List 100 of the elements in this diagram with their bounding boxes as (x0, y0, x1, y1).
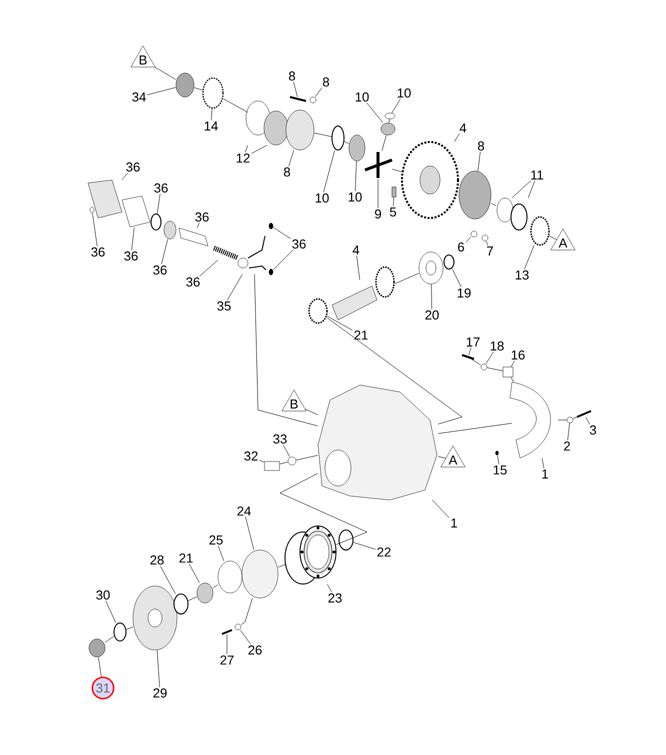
callout-number: 8 (322, 77, 330, 87)
case-drawing (286, 110, 314, 150)
callout-number: 19 (458, 288, 471, 298)
leader-line (305, 408, 318, 416)
callout-number: 4 (460, 124, 466, 132)
callout-number: 10 (348, 192, 362, 202)
leader-line (259, 460, 265, 463)
callout-number: 14 (204, 122, 218, 130)
callout-number: 8 (288, 71, 296, 81)
ring-drawing (114, 622, 126, 642)
sleeve-drawing (164, 220, 176, 240)
leader-line (296, 455, 318, 460)
leader-line (211, 108, 212, 121)
leader-line (497, 454, 500, 465)
leader-line (188, 596, 198, 601)
leader-line (293, 82, 298, 98)
shim-drawing (284, 526, 336, 584)
leader-line (226, 634, 228, 655)
callout-number: 9 (375, 209, 381, 219)
nut-drawing (482, 234, 488, 242)
gear-drawing (380, 122, 396, 136)
spring-drawing (213, 246, 239, 260)
washer-drawing (310, 96, 316, 104)
callout-number: 24 (237, 506, 251, 516)
callout-number: 5 (390, 207, 396, 217)
leader-line (486, 352, 494, 364)
reference-triangle: B (130, 46, 156, 68)
leader-line (512, 180, 532, 198)
callout-number: 10 (356, 92, 369, 102)
leader-line (154, 67, 176, 80)
bearing-drawing (496, 198, 528, 230)
callout-number: 33 (273, 434, 287, 444)
leader-line (278, 564, 286, 568)
leader-line (199, 260, 218, 276)
leader-line (431, 284, 432, 310)
leader-line (126, 626, 134, 630)
screw-drawing (90, 206, 94, 214)
callout-number: 25 (209, 535, 223, 545)
leader-line (326, 318, 462, 424)
callout-number: 32 (244, 451, 258, 461)
callout-number: 27 (220, 655, 234, 665)
bolt-drawing (222, 629, 232, 635)
callout-number: 20 (425, 310, 439, 320)
callout-number: 17 (466, 338, 480, 346)
callout-number: 36 (91, 247, 105, 257)
pinion-drawing (332, 266, 395, 320)
leader-line (542, 458, 544, 469)
spider-drawing (364, 152, 393, 178)
leader-line (314, 132, 332, 137)
leader-line (251, 144, 268, 154)
nut-drawing (88, 638, 106, 658)
reference-triangle: A (550, 228, 576, 250)
callout-number: 10 (398, 88, 411, 98)
callout-number: 4 (352, 246, 360, 254)
leader-line (486, 367, 504, 372)
washer-drawing (174, 594, 188, 614)
leader-line (282, 444, 290, 458)
callout-number: 8 (478, 141, 484, 151)
gear-drawing (348, 134, 366, 162)
leader-line (432, 499, 450, 518)
leader-line (245, 516, 254, 550)
reference-triangle: B (282, 390, 306, 412)
leader-line (468, 347, 472, 356)
leader-line (382, 134, 387, 152)
washer-drawing (566, 416, 574, 424)
leader-line (131, 227, 134, 250)
leader-line (122, 172, 128, 180)
leader-line (392, 168, 402, 172)
bearing-drawing (308, 298, 328, 324)
washer-drawing (480, 364, 488, 370)
leader-line (279, 462, 288, 464)
leader-line (188, 564, 200, 584)
leader-line (466, 236, 472, 242)
leader-line (160, 566, 176, 594)
leader-line (156, 650, 160, 688)
leader-line (567, 422, 570, 441)
leader-line (471, 358, 482, 366)
callout-number: 18 (490, 341, 504, 351)
gasket-drawing (122, 196, 150, 228)
callout-number: 13 (516, 270, 529, 280)
leader-line (280, 473, 368, 545)
leader-line (486, 240, 488, 246)
callout-number: 16 (512, 350, 525, 360)
leader-line (344, 141, 350, 144)
callout-number: 1 (542, 470, 548, 478)
leader-line (528, 180, 536, 198)
housing-drawing (318, 384, 438, 500)
leader-line (196, 222, 200, 228)
callout-number: 29 (153, 688, 167, 698)
callout-number: 21 (179, 553, 193, 563)
gear-drawing (176, 72, 194, 98)
callout-number: 31 (92, 676, 114, 700)
leader-line (586, 416, 590, 424)
plate-drawing (502, 366, 514, 378)
bracket-drawing (510, 382, 551, 458)
leader-line (394, 273, 420, 284)
leader-line (490, 203, 496, 206)
leader-line (524, 244, 534, 270)
leader-line (156, 194, 160, 214)
leader-line (212, 584, 218, 588)
